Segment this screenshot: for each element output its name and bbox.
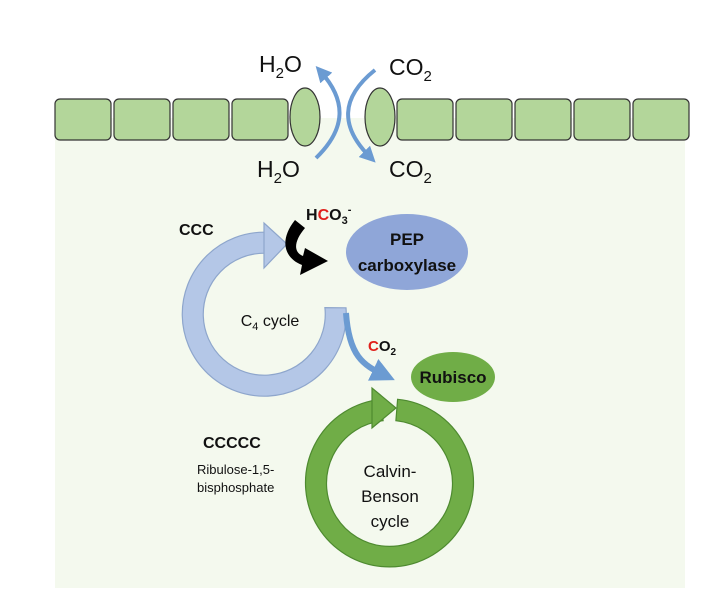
label-co2-outside: CO2 [389, 54, 432, 85]
calvin-cycle-ring [304, 398, 475, 568]
label-ribulose-line2: bisphosphate [197, 480, 274, 495]
epidermal-cell [573, 98, 631, 141]
label-cycle: cycle [371, 512, 410, 531]
label-calvin: Calvin- [364, 462, 417, 481]
c4-cycle-ring [181, 231, 347, 397]
c4-cycle-arrowhead [263, 221, 288, 270]
guard-cell-left [289, 87, 321, 147]
label-rubisco: Rubisco [419, 368, 486, 387]
calvin-cycle-arrowhead [371, 386, 397, 430]
label-co2-inside: CO2 [389, 156, 432, 187]
epidermal-cell [632, 98, 690, 141]
label-h2o-outside: H2O [259, 51, 302, 82]
label-carboxylase: carboxylase [358, 256, 456, 275]
guard-cell-right [364, 87, 396, 147]
epidermal-cell [514, 98, 572, 141]
label-ccc: CCC [179, 222, 214, 239]
epidermal-cell-row [54, 87, 690, 147]
h2o-exit-arrow [314, 66, 342, 160]
co2-release-arrow [343, 312, 395, 381]
epidermal-cell [231, 98, 289, 141]
epidermal-cell [455, 98, 513, 141]
epidermal-cell [396, 98, 454, 141]
label-co2-small: CO2 [368, 338, 397, 358]
label-ccccc: CCCCC [203, 435, 261, 452]
rubisco-enzyme [411, 352, 495, 402]
cell-interior-region [55, 118, 685, 588]
epidermal-cell [54, 98, 112, 141]
epidermal-cell [172, 98, 230, 141]
hco3-black-arrow [285, 220, 328, 275]
label-hco3: HCO3- [306, 204, 352, 227]
label-ribulose-line1: Ribulose-1,5- [197, 462, 274, 477]
co2-entry-arrow [346, 68, 377, 163]
pep-carboxylase-enzyme [346, 214, 468, 290]
epidermal-cell [113, 98, 171, 141]
label-c4-cycle: C4 cycle [241, 313, 300, 333]
label-benson: Benson [361, 487, 419, 506]
label-pep: PEP [390, 230, 424, 249]
label-h2o-inside: H2O [257, 156, 300, 187]
